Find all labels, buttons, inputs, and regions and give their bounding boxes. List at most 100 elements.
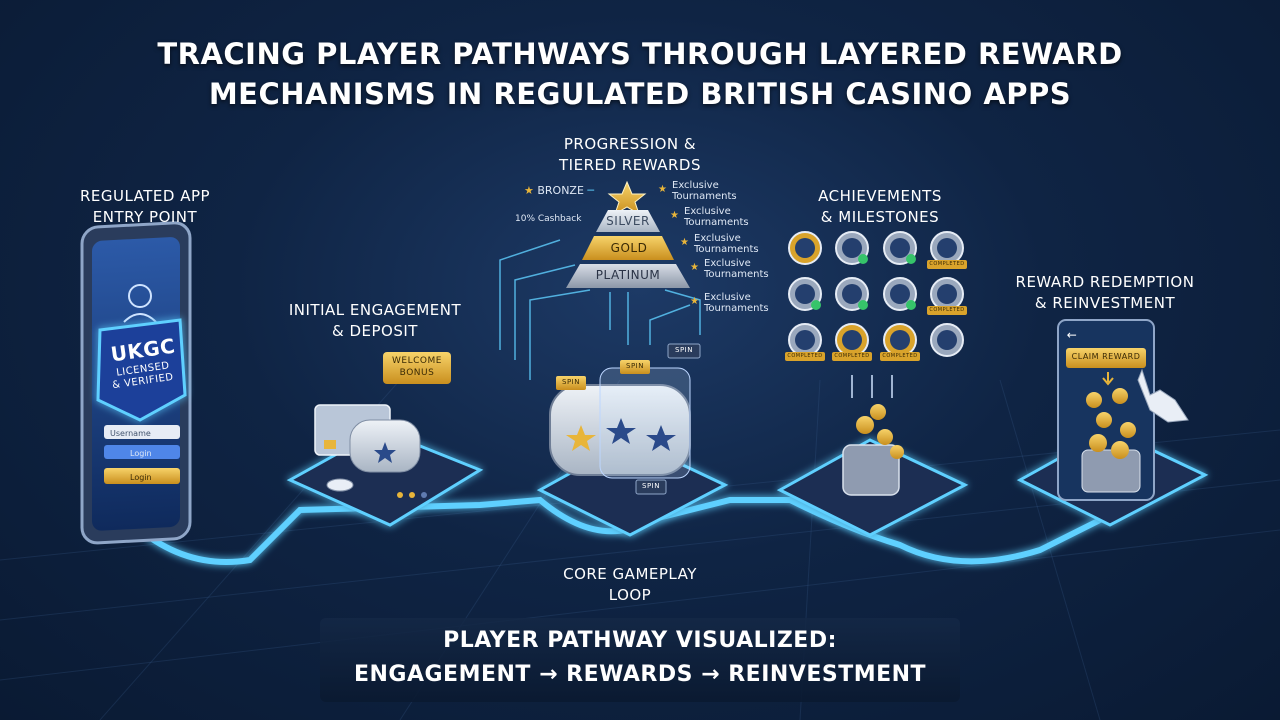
badge-core [937,330,957,350]
label-redeem-line1: REWARD REDEMPTION [1015,273,1195,291]
perk-1-line2: Tournaments [672,191,737,202]
label-entry-point: REGULATED APP ENTRY POINT [60,186,230,228]
tier-perk-5: ★ Exclusive Tournaments [690,292,769,314]
tier-perk-3: ★ Exclusive Tournaments [680,233,759,255]
welcome-bonus-tag-bg [383,352,451,384]
perk-3-line1: Exclusive [694,233,741,244]
label-prog-line1: PROGRESSION & [563,135,697,153]
completed-label: COMPLETED [882,353,918,359]
hand-pointer-icon [1137,368,1189,423]
completed-ribbon [927,260,967,269]
page-title: TRACING PLAYER PATHWAYS THROUGH LAYERED … [60,34,1220,114]
phone-device [80,221,192,545]
tier-cashback: 10% Cashback [515,214,582,224]
label-redeem-line2: & REINVESTMENT [1034,294,1176,312]
check-icon [858,254,868,264]
platform-core [536,343,729,537]
tier-gold: GOLD [610,241,648,255]
ukgc-shield [96,318,187,422]
completed-label: COMPLETED [834,353,870,359]
perk-5-line1: Exclusive [704,292,751,303]
user-icon [128,284,152,308]
star-icon: ★ [680,237,689,248]
perk-5-line2: Tournaments [704,303,769,314]
completed-ribbon [832,352,872,361]
footer-line-2: ENGAGEMENT → REWARDS → REINVESTMENT [353,662,927,687]
star-icon [374,442,396,463]
platform-redeem [1016,319,1209,527]
check-icon [906,300,916,310]
badge-core [842,284,862,304]
star-icon: ★ [524,184,538,197]
label-core-line2: LOOP [608,586,652,604]
tier-platinum: PLATINUM [595,268,661,282]
label-initial-engagement: INITIAL ENGAGEMENT & DEPOSIT [280,300,470,342]
perk-2-line2: Tournaments [684,217,749,228]
coin-icon [856,416,874,434]
completed-ribbon [785,352,825,361]
completed-ribbon [927,306,967,315]
star-icon: ★ [690,296,699,307]
label-prog-line2: TIERED REWARDS [559,156,701,174]
spin-tag-4: SPIN [642,482,660,490]
spin-tag-1: SPIN [562,378,580,386]
check-icon [811,300,821,310]
tier-silver: SILVER [606,214,650,228]
tier-pyramid [499,180,701,380]
tier-perk-1: ★ Exclusive Tournaments [658,180,737,202]
login-input[interactable]: Login [130,449,152,458]
completed-label: COMPLETED [929,307,965,313]
claim-reward-button-bg [1066,348,1146,368]
tier-perk-4: ★ Exclusive Tournaments [690,258,769,280]
label-progression: PROGRESSION & TIERED REWARDS [530,134,730,176]
coin-icon [1086,392,1102,408]
spin-tag-3: SPIN [675,346,693,354]
welcome-bonus-tag: WELCOME BONUS [383,355,451,379]
badge-core [842,238,862,258]
username-input[interactable]: Username [110,429,151,438]
badge-core [795,284,815,304]
badge-core [842,330,862,350]
badge-core [795,330,815,350]
title-line-1: TRACING PLAYER PATHWAYS THROUGH LAYERED … [157,37,1123,71]
perk-3-line2: Tournaments [694,244,759,255]
spin-tag-2: SPIN [626,362,644,370]
label-ach-line1: ACHIEVEMENTS [818,187,942,205]
completed-label: COMPLETED [787,353,823,359]
label-entry-line2: ENTRY POINT [92,208,198,226]
label-core-gameplay: CORE GAMEPLAY LOOP [540,564,720,606]
perk-2-line1: Exclusive [684,206,731,217]
badge-core [795,238,815,258]
badge-core [937,238,957,258]
completed-ribbon [880,352,920,361]
label-initial-line1: INITIAL ENGAGEMENT [288,301,462,319]
back-arrow-icon[interactable]: ← [1066,328,1078,342]
tier-perk-2: ★ Exclusive Tournaments [670,206,749,228]
claim-reward-button[interactable]: CLAIM REWARD [1071,352,1141,361]
label-ach-line2: & MILESTONES [820,208,940,226]
star-icon: ★ [690,262,699,273]
perk-4-line1: Exclusive [704,258,751,269]
welcome-bonus-line2: BONUS [399,368,435,378]
welcome-bonus-line1: WELCOME [392,356,442,366]
perk-4-line2: Tournaments [704,269,769,280]
star-icon: ★ [658,184,667,195]
login-button[interactable]: Login [130,473,152,482]
achievement-badges [785,231,967,361]
label-achievements: ACHIEVEMENTS & MILESTONES [780,186,980,228]
label-entry-line1: REGULATED APP [79,187,211,205]
completed-label: COMPLETED [929,261,965,267]
badge-core [937,284,957,304]
footer-line-1: PLAYER PATHWAY VISUALIZED: [443,628,837,653]
check-icon [906,254,916,264]
wallet-icon [1081,449,1141,493]
platform-initial [286,352,484,527]
tier-bronze: ★ BRONZE ─ [524,184,595,197]
poker-chip-icon [326,478,354,492]
wallet-icon [842,444,900,496]
footer-panel [320,618,960,702]
star-icon: ★ [670,210,679,221]
check-icon [858,300,868,310]
badge-core [890,238,910,258]
